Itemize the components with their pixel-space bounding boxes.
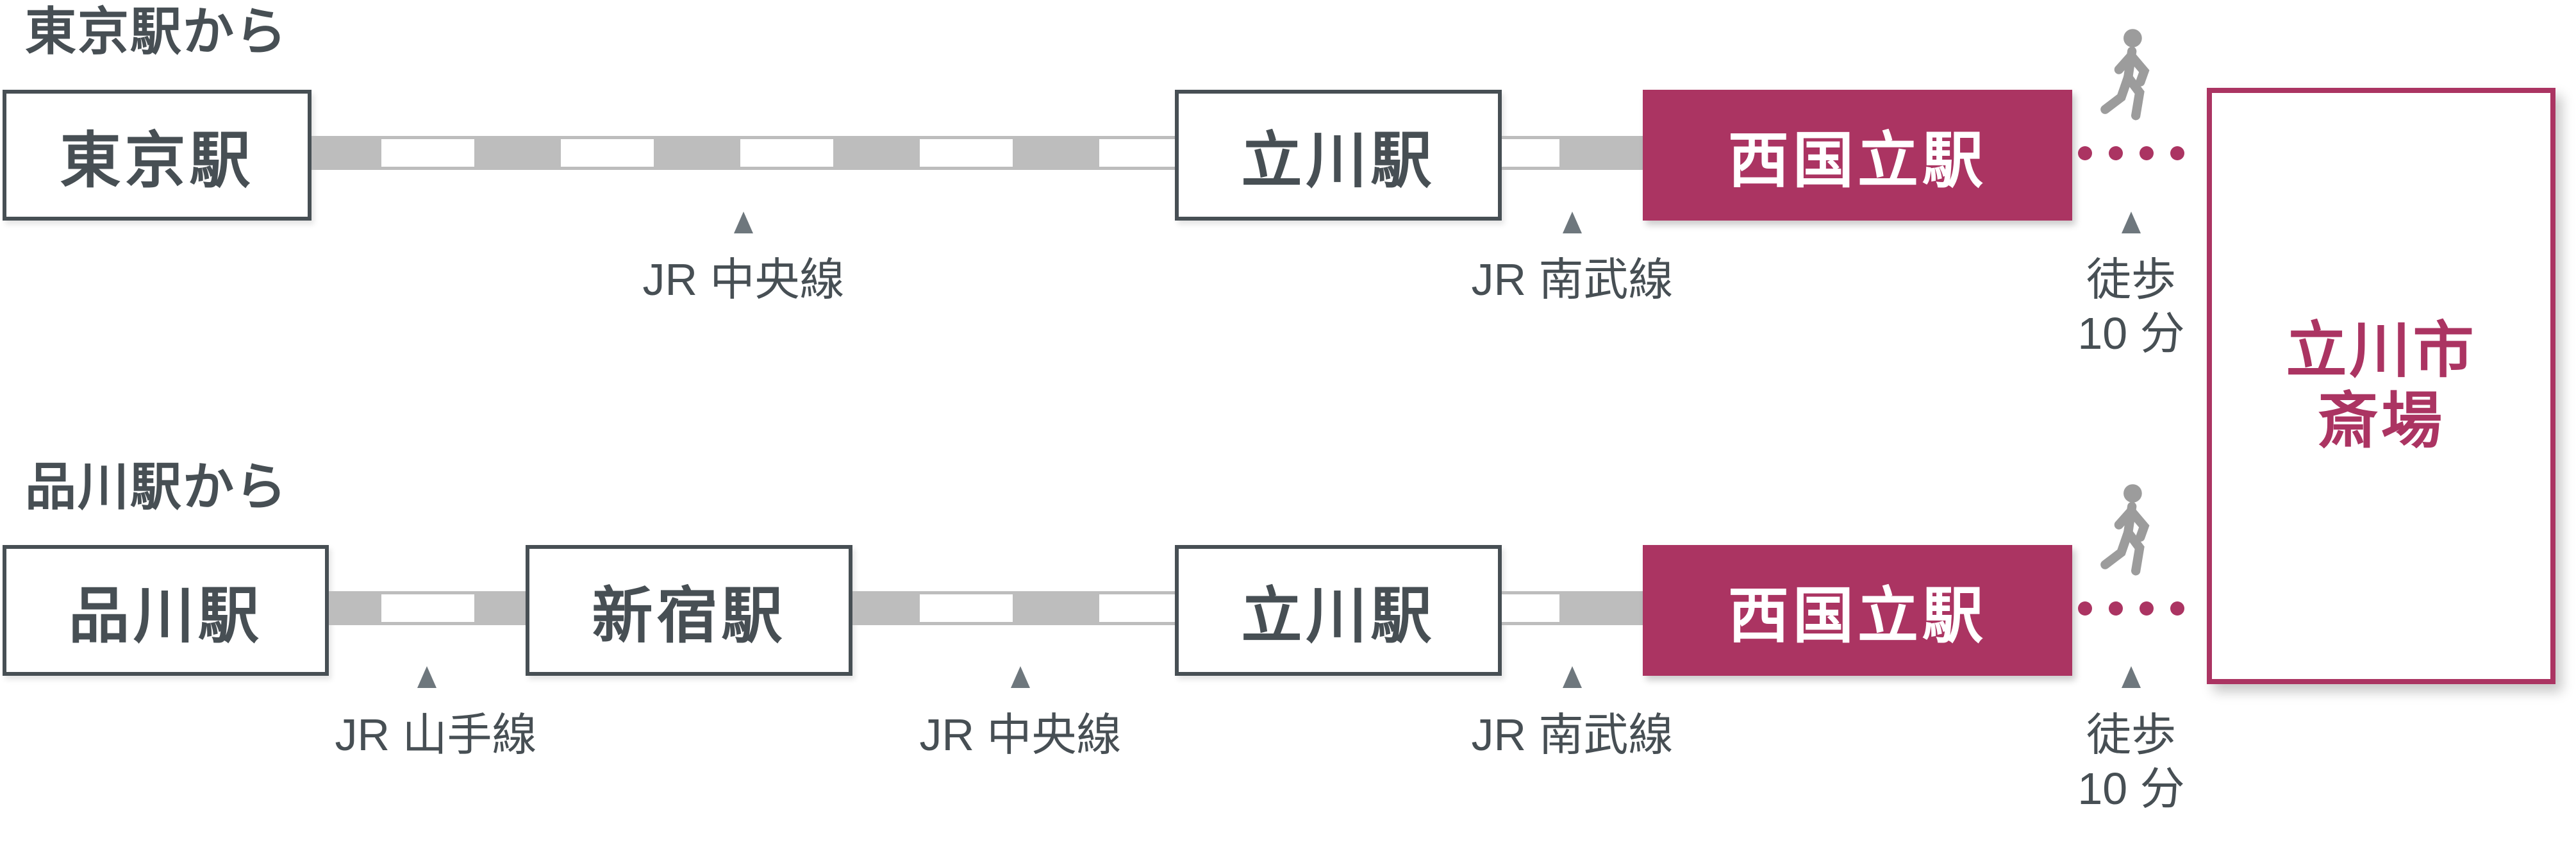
walk-dot <box>2078 146 2092 160</box>
walk-dots-2 <box>2078 601 2184 616</box>
line-label-nanbu-2: JR 南武線 <box>1471 710 1674 760</box>
station-box-nishikunitachi-2: 西国立駅 <box>1643 545 2072 676</box>
station-label: 品川駅 <box>68 582 263 650</box>
station-box-nishikunitachi-1: 西国立駅 <box>1643 90 2072 221</box>
station-box-tokyo: 東京駅 <box>3 90 312 221</box>
walk-dot <box>2140 146 2154 160</box>
destination-box: 立川市 斎場 <box>2207 88 2555 684</box>
triangle-up-icon <box>417 666 436 688</box>
rail-track-chuo-line-1 <box>312 136 1175 170</box>
walk-label-2-line1: 徒歩 <box>2086 710 2176 760</box>
line-label-chuo-2: JR 中央線 <box>919 710 1122 760</box>
station-label: 西国立駅 <box>1727 126 1987 195</box>
rail-track-nanbu-line-2 <box>1502 591 1643 625</box>
triangle-up-icon <box>2122 666 2141 688</box>
destination-name-line1: 立川市 <box>2286 316 2477 385</box>
triangle-up-icon <box>1563 666 1582 688</box>
rail-track-chuo-line-2 <box>852 591 1175 625</box>
walking-person-icon-2 <box>2093 483 2170 582</box>
walk-dot <box>2078 601 2092 616</box>
triangle-up-icon <box>734 212 753 233</box>
station-box-tachikawa-2: 立川駅 <box>1175 545 1502 676</box>
rail-track-nanbu-line-1 <box>1502 136 1643 170</box>
station-label: 新宿駅 <box>592 582 786 650</box>
route-heading-tokyo: 東京駅から <box>25 3 288 60</box>
line-label-chuo-1: JR 中央線 <box>642 255 845 305</box>
station-label: 立川駅 <box>1241 582 1436 650</box>
walk-dots-1 <box>2078 146 2184 160</box>
station-box-shinjuku: 新宿駅 <box>526 545 852 676</box>
station-label: 西国立駅 <box>1727 582 1987 650</box>
walk-label-1-line1: 徒歩 <box>2086 255 2176 305</box>
walk-dot <box>2170 601 2184 616</box>
line-label-yamanote: JR 山手線 <box>335 710 537 760</box>
walk-label-1-line2: 10 分 <box>2077 308 2185 358</box>
walk-label-2-line2: 10 分 <box>2077 764 2185 814</box>
triangle-up-icon <box>2122 212 2141 233</box>
rail-track-yamanote-line <box>329 591 526 625</box>
walk-dot <box>2109 146 2123 160</box>
walk-dot <box>2109 601 2123 616</box>
walk-dot <box>2140 601 2154 616</box>
route-heading-shinagawa: 品川駅から <box>25 458 288 516</box>
station-label: 立川駅 <box>1241 126 1436 195</box>
line-label-nanbu-1: JR 南武線 <box>1471 255 1674 305</box>
triangle-up-icon <box>1011 666 1030 688</box>
walk-dot <box>2170 146 2184 160</box>
station-label: 東京駅 <box>60 126 254 195</box>
destination-name-line2: 斎場 <box>2317 387 2445 455</box>
triangle-up-icon <box>1563 212 1582 233</box>
station-box-shinagawa: 品川駅 <box>3 545 329 676</box>
station-box-tachikawa-1: 立川駅 <box>1175 90 1502 221</box>
walking-person-icon-1 <box>2093 28 2170 126</box>
